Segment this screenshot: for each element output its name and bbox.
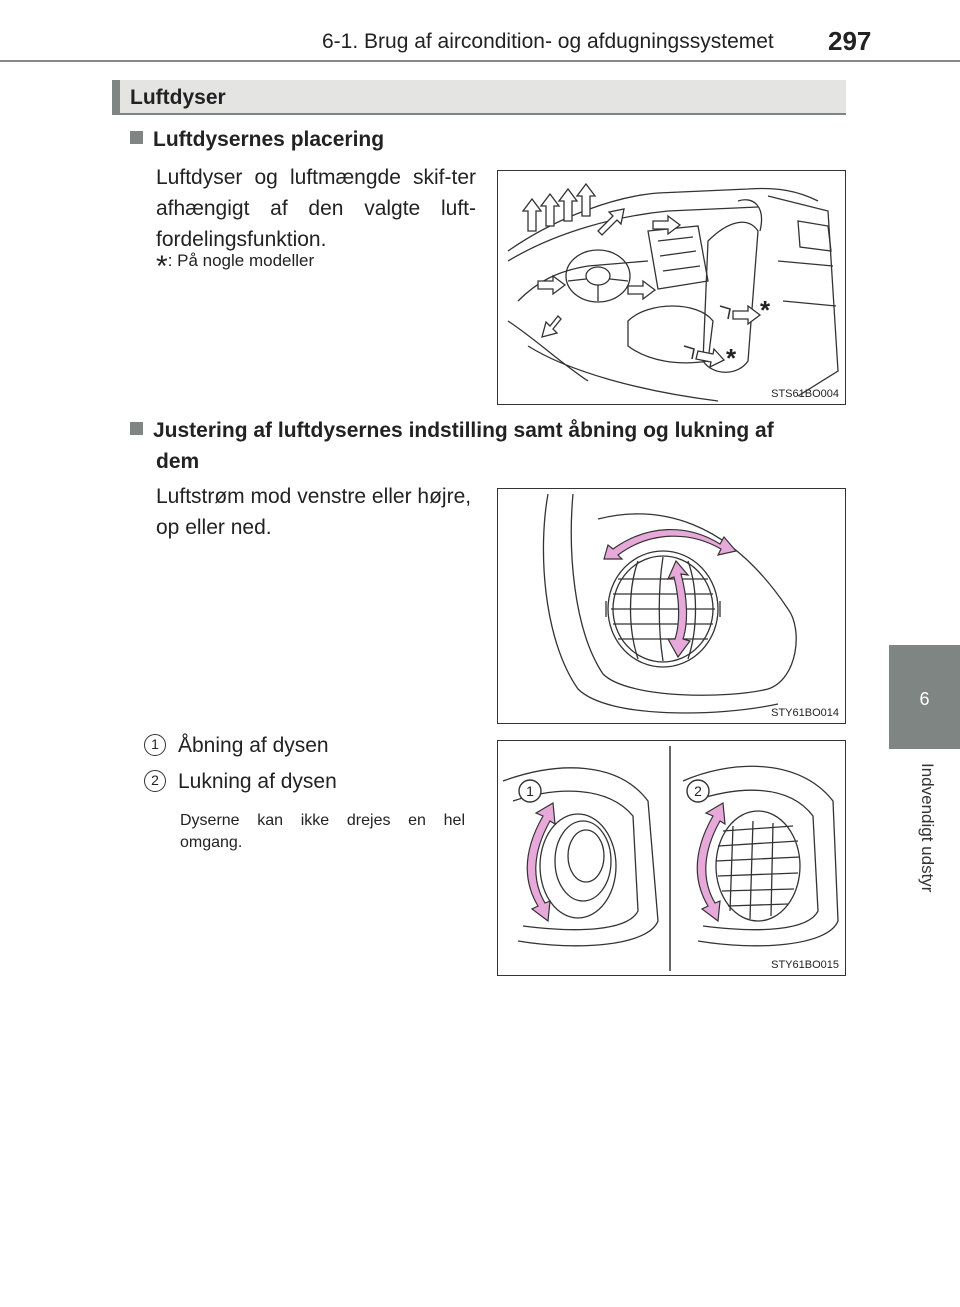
figure-code: STY61BO014: [771, 707, 839, 719]
section-title: Luftdyser: [130, 86, 226, 109]
section-marker: [112, 80, 120, 115]
callout-one: 1: [526, 783, 534, 799]
square-bullet-icon: [130, 422, 143, 435]
item-label: Lukning af dysen: [178, 770, 337, 793]
list-item: 1 Åbning af dysen: [144, 734, 329, 758]
figure-vent-placement: * * STS61BO004: [497, 170, 846, 405]
figure-vent-adjust: STY61BO014: [497, 488, 846, 724]
chapter-tab[interactable]: 6 Indvendigt udstyr: [889, 645, 960, 962]
subheading-placement: Luftdysernes placering: [130, 124, 384, 155]
figure-vent-open-close: 1 2 STY61BO015: [497, 740, 846, 976]
chapter-number: 6: [889, 645, 960, 749]
item-number-badge: 1: [144, 734, 166, 756]
vent-open-close-illustration: 1 2: [502, 746, 839, 971]
header-section-title: 6-1. Brug af aircondition- og afdugnings…: [322, 30, 774, 53]
placement-body: Luftdyser og luftmængde skif-ter afhængi…: [156, 166, 476, 251]
chapter-title: Indvendigt udstyr: [918, 763, 937, 893]
page-number: 297: [828, 26, 872, 56]
item-label: Åbning af dysen: [178, 734, 329, 757]
model-note-text: : På nogle modeller: [167, 251, 315, 270]
item-number-badge: 2: [144, 770, 166, 792]
square-bullet-icon: [130, 131, 143, 144]
rotation-note: Dyserne kan ikke drejes en hel omgang.: [180, 812, 465, 851]
list-item: 2 Lukning af dysen: [144, 770, 337, 794]
callout-two: 2: [694, 783, 702, 799]
figure-code: STS61BO004: [771, 388, 839, 400]
figure-code: STY61BO015: [771, 959, 839, 971]
section-heading-bar: Luftdyser: [112, 80, 846, 115]
asterisk-mark: *: [156, 250, 168, 283]
model-note: *: På nogle modeller: [156, 250, 314, 284]
figure-asterisk-upper: *: [760, 295, 771, 325]
subheading-adjust: Justering af luftdysernes indstilling sa…: [130, 415, 850, 477]
subheading-adjust-line1: Justering af luftdysernes indstilling sa…: [153, 419, 774, 442]
header-rule: [0, 60, 960, 62]
car-interior-illustration: [507, 182, 839, 402]
subheading-adjust-line2: dem: [156, 450, 200, 473]
subheading-placement-text: Luftdysernes placering: [153, 128, 385, 151]
adjust-body: Luftstrøm mod venstre eller højre, op el…: [156, 485, 472, 539]
round-vent-illustration: [542, 493, 797, 714]
figure-asterisk-lower: *: [726, 343, 737, 373]
